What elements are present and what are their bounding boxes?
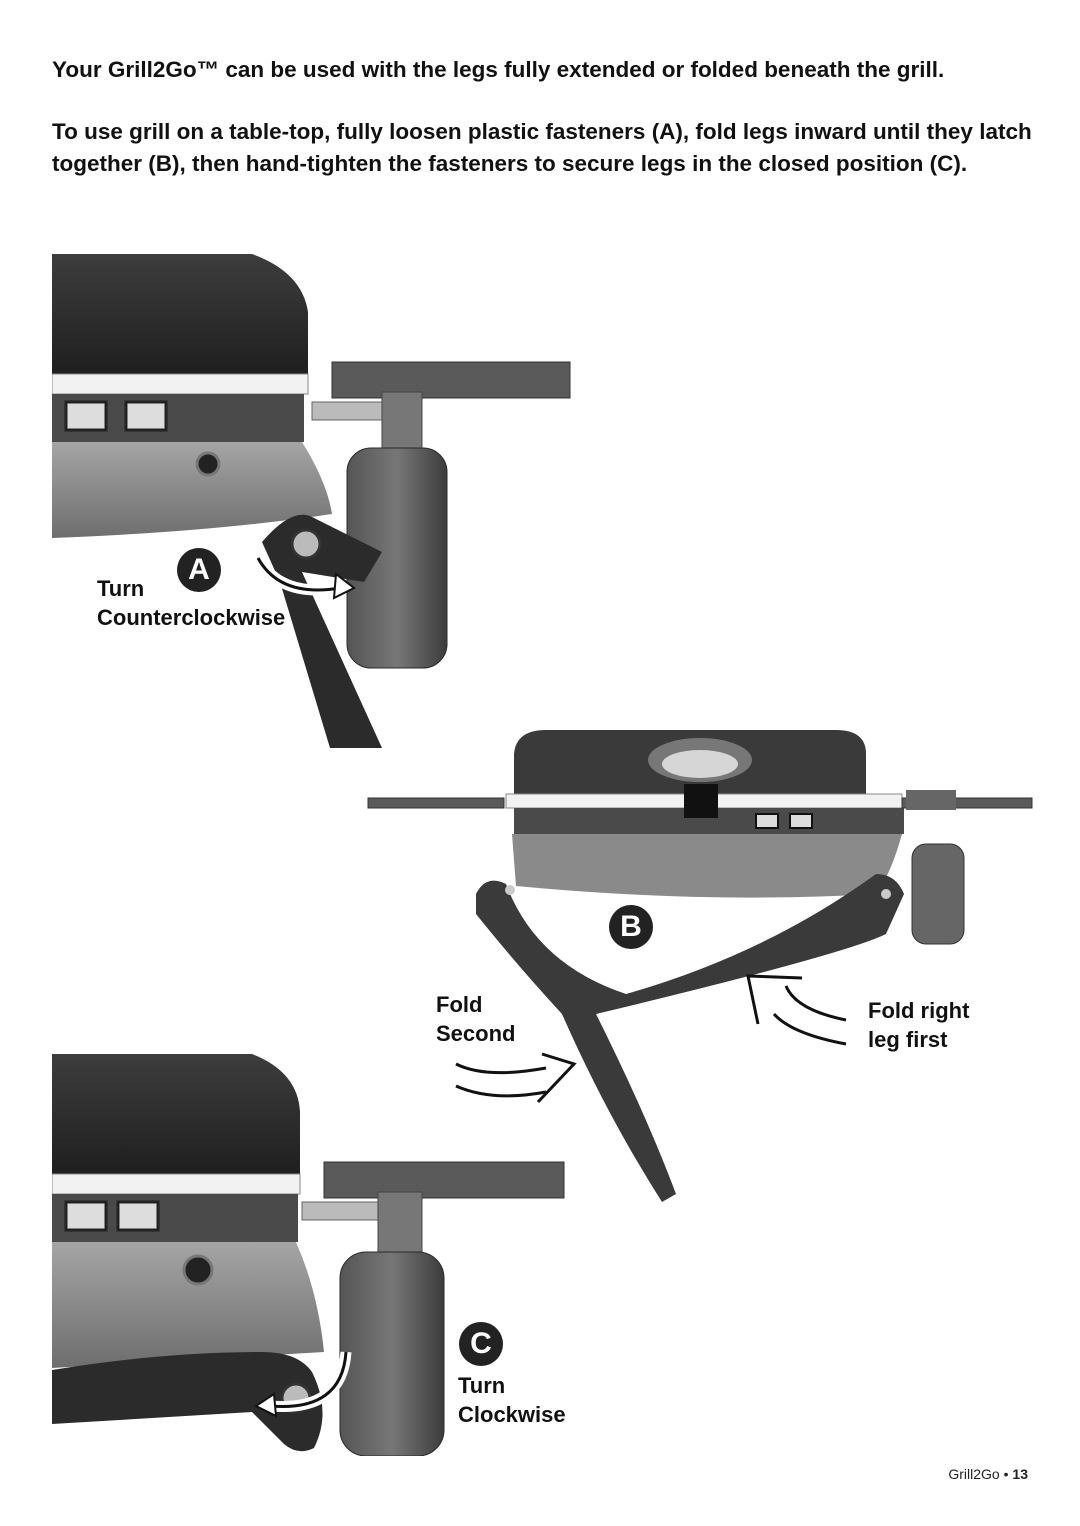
page-number: 13 — [1012, 1466, 1028, 1482]
figure-b-label-left: Fold Second — [436, 992, 516, 1046]
figure-b-label-right: Fold right leg first — [868, 998, 970, 1052]
intro-line-1: Your Grill2Go™ can be used with the legs… — [52, 57, 945, 82]
footer-brand: Grill2Go — [948, 1466, 1000, 1482]
figure-b-badge: B — [609, 905, 653, 949]
footer-separator: • — [1003, 1466, 1009, 1482]
figure-c-label: Turn Clockwise — [458, 1373, 566, 1427]
figure-b-illustration — [367, 730, 1033, 1202]
figure-a-badge: A — [177, 548, 221, 592]
page-footer: Grill2Go • 13 — [948, 1466, 1028, 1482]
figure-a-illustration — [52, 254, 571, 748]
intro-line-2: To use grill on a table-top, fully loose… — [52, 119, 1032, 176]
figure-c-illustration — [52, 1054, 565, 1456]
figure-c-badge: C — [459, 1322, 503, 1366]
figure-a-label: Turn Counterclockwise — [97, 576, 286, 630]
